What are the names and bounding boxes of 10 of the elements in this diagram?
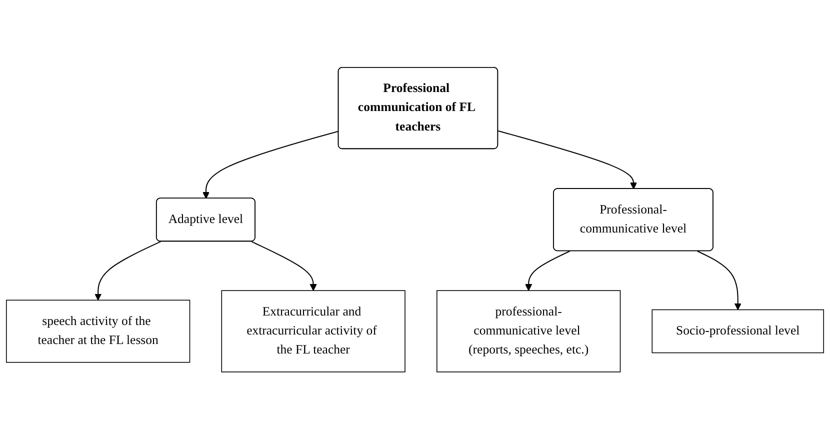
arrow bbox=[498, 130, 637, 190]
node-box: professional-communicative level (reports, speeches, etc.) bbox=[436, 290, 621, 372]
arrow bbox=[697, 250, 742, 310]
arrow bbox=[94, 240, 161, 300]
node-box: Extracurricular and extracurricular activity of the FL teacher bbox=[221, 290, 406, 372]
arrow bbox=[202, 130, 339, 199]
node-box: speech activity of the teacher at the FL lesson bbox=[6, 300, 190, 363]
node-box: Socio-professional level bbox=[652, 309, 824, 354]
arrow bbox=[251, 240, 317, 291]
arrow bbox=[525, 250, 570, 291]
